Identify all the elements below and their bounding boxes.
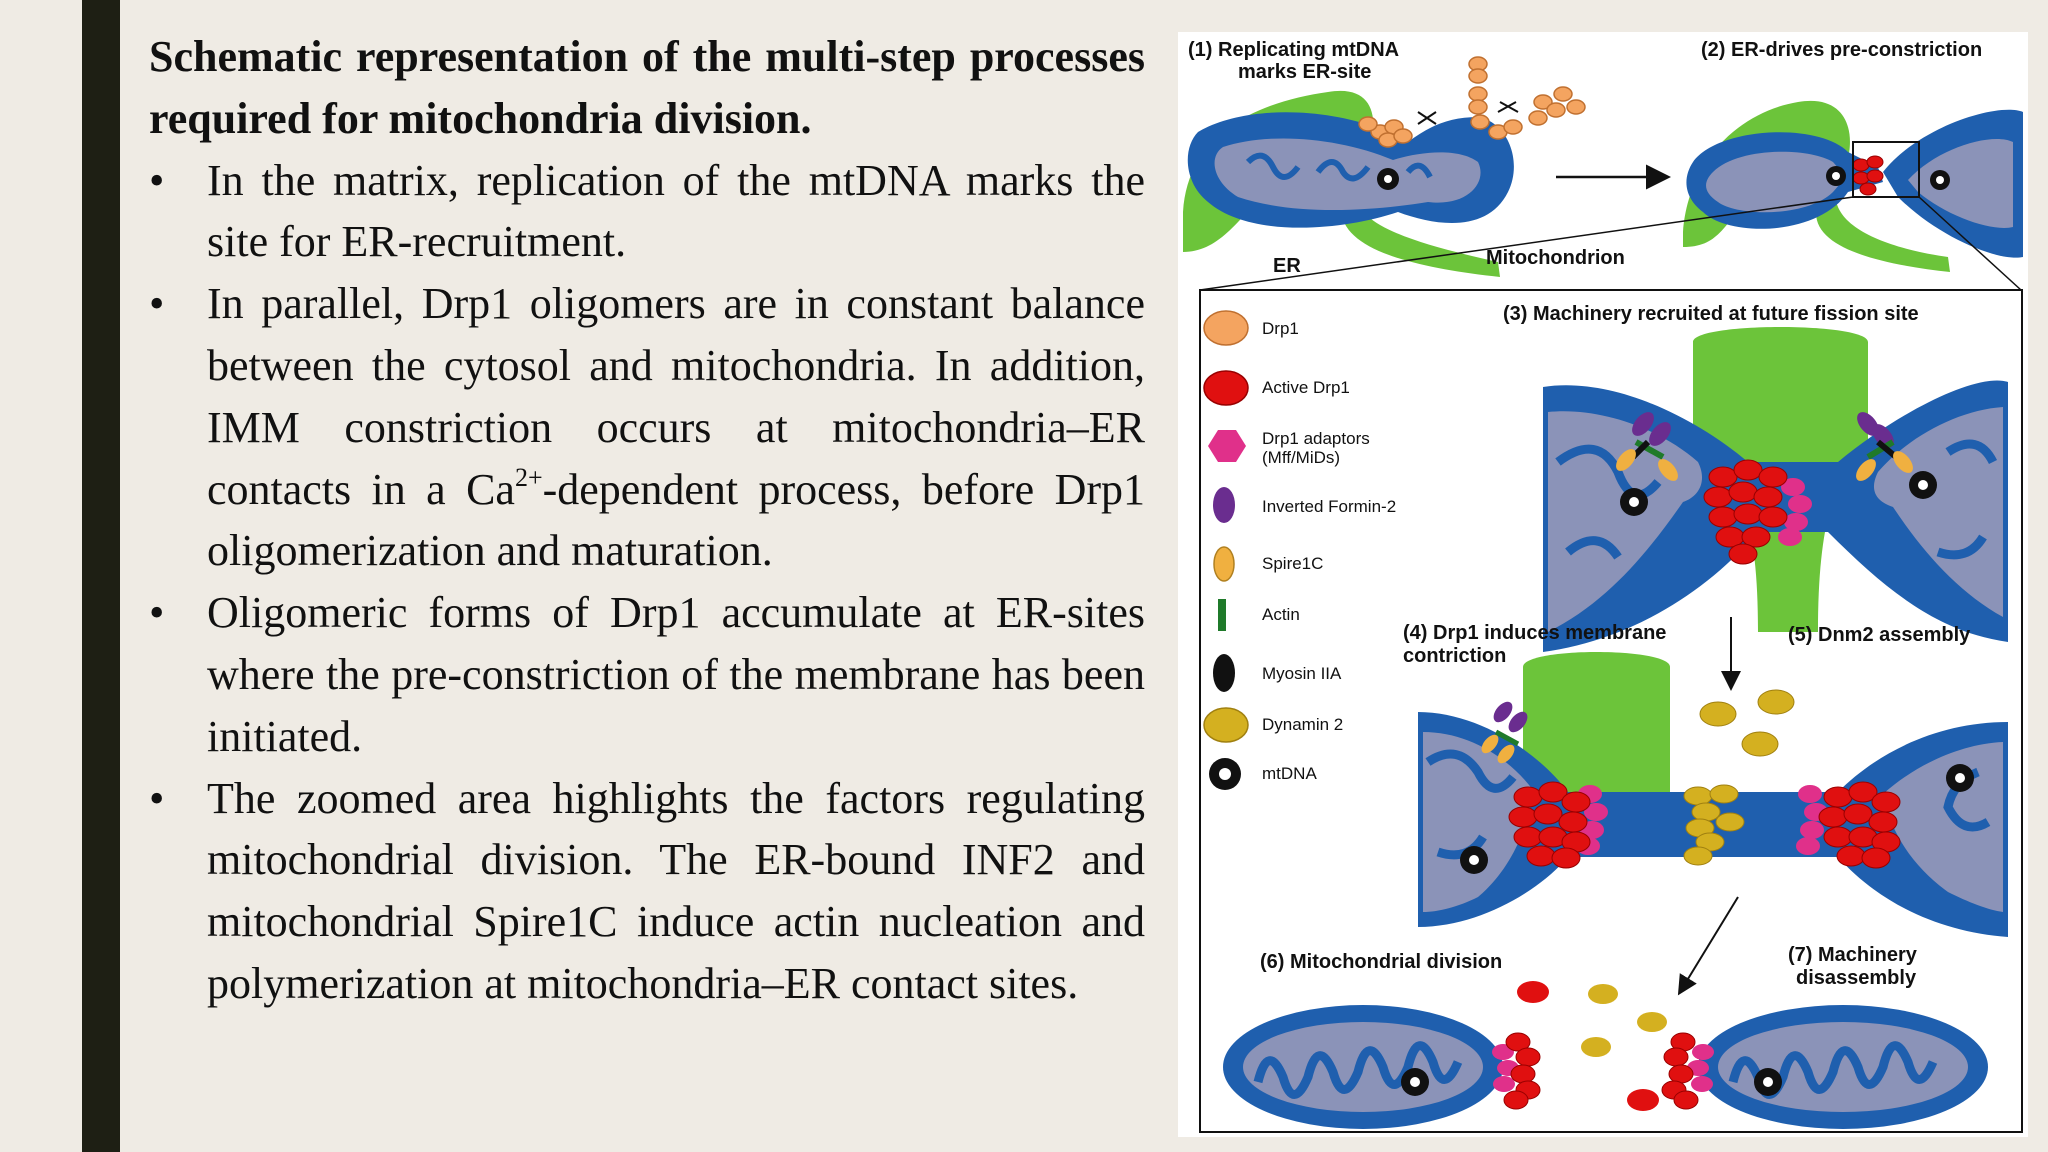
step-7-label-line2: disassembly [1796, 967, 1917, 989]
slide-accent-bar [82, 0, 120, 1152]
legend-mtdna: mtDNA [1262, 764, 1317, 783]
zoom-box [1852, 141, 1920, 198]
mitochondrion-label: Mitochondrion [1486, 247, 1625, 269]
inf2-spire-actin-complex-icon [1481, 701, 1528, 764]
bullet-list: • In the matrix, replication of the mtDN… [149, 150, 1145, 1015]
matrix-shape [1908, 138, 2013, 228]
bullet-item: • In the matrix, replication of the mtDN… [149, 150, 1145, 274]
bullet-text: In the matrix, replication of the mtDNA … [207, 155, 1145, 267]
legend-adaptors-line2: (Mff/MiDs) [1262, 448, 1340, 467]
panel-3-machinery [1543, 327, 2008, 652]
matrix-shape [1423, 732, 1533, 912]
step-4-label-line2: contriction [1403, 645, 1506, 667]
myosin-legend-icon [1213, 654, 1235, 692]
slide-title: Schematic representation of the multi-st… [149, 32, 1145, 143]
panel-1-replicating-mtdna [1183, 56, 1586, 277]
legend-drp1: Drp1 [1262, 319, 1299, 338]
active-drp1-legend-icon [1203, 370, 1249, 406]
step-6-label: (6) Mitochondrial division [1260, 951, 1502, 973]
step-1-label: (1) Replicating mtDNA [1188, 39, 1399, 61]
drp1-cluster-icon [1358, 56, 1586, 148]
er-label: ER [1273, 255, 1301, 277]
active-drp1-ring-icon [1503, 1032, 1699, 1110]
legend-myosin: Myosin IIA [1262, 664, 1342, 683]
legend-spire1c: Spire1C [1262, 554, 1323, 573]
step-7-label: (7) Machinery [1788, 944, 1918, 966]
legend-active-drp1: Active Drp1 [1262, 378, 1350, 397]
dynamin-legend-icon [1203, 707, 1249, 743]
bullet-text: The zoomed area highlights the factors r… [207, 773, 1145, 1008]
step-1-label-line2: marks ER-site [1238, 61, 1371, 83]
superscript: 2+ [514, 462, 543, 492]
matrix-shape [1706, 151, 1846, 213]
panel-6-7-division [1223, 981, 1988, 1129]
legend-dynamin: Dynamin 2 [1262, 715, 1343, 734]
active-drp1-cluster-icon [1852, 155, 1884, 196]
legend-inf2: Inverted Formin-2 [1262, 497, 1396, 516]
bullet-item: • In parallel, Drp1 oligomers are in con… [149, 273, 1145, 582]
mitochondria-division-figure: (1) Replicating mtDNA marks ER-site ER M… [1178, 32, 2028, 1137]
step-3-label: (3) Machinery recruited at future fissio… [1503, 303, 1919, 325]
inf2-spire-actin-complex-icon [1616, 412, 1913, 481]
actin-legend-icon [1218, 599, 1226, 631]
spire1c-legend-icon [1213, 546, 1235, 582]
dynamin-assembly-icon [1683, 784, 1745, 866]
bullet-text: Oligomeric forms of Drp1 accumulate at E… [207, 588, 1145, 761]
bullet-icon: • [149, 588, 165, 638]
bullet-item: • Oligomeric forms of Drp1 accumulate at… [149, 582, 1145, 767]
step-4-label: (4) Drp1 induces membrane [1403, 622, 1666, 644]
step-2-label: (2) ER-drives pre-constriction [1701, 39, 1982, 61]
drp1-adaptor-legend-icon [1208, 430, 1246, 462]
step-arrow [1677, 896, 1739, 996]
panel-2-pre-constriction [1683, 100, 2023, 273]
bullet-text-part: -dependent process, before Drp1 oligomer… [207, 464, 1145, 576]
bullet-text-part: In parallel, Drp1 oligomers are in const… [207, 279, 1145, 514]
matrix-shape [1883, 742, 2003, 912]
bullet-icon: • [149, 155, 165, 205]
legend: Drp1 Active Drp1 Drp1 adaptors (Mff/MiDs… [1203, 310, 1396, 790]
drp1-adaptor-cluster-icon [1778, 478, 1812, 546]
bullet-icon: • [149, 279, 165, 329]
active-drp1-ring-icon [1508, 781, 1901, 869]
active-drp1-ring-icon [1703, 459, 1788, 565]
free-machinery-icon [1517, 981, 1667, 1111]
legend-adaptors: Drp1 adaptors [1262, 429, 1370, 448]
bullet-item: • The zoomed area highlights the factors… [149, 768, 1145, 1015]
slide-text: Schematic representation of the multi-st… [149, 26, 1145, 1015]
inverted-formin-legend-icon [1213, 487, 1235, 523]
drp1-legend-icon [1203, 310, 1249, 346]
bullet-icon: • [149, 773, 165, 823]
zoom-panel-frame [1199, 289, 2023, 1133]
step-5-label: (5) Dnm2 assembly [1788, 624, 1971, 646]
free-dynamin-icon [1699, 689, 1795, 757]
bullet-text: In parallel, Drp1 oligomers are in const… [207, 279, 1145, 575]
panel-4-5-constriction [1418, 652, 2008, 937]
legend-actin: Actin [1262, 605, 1300, 624]
